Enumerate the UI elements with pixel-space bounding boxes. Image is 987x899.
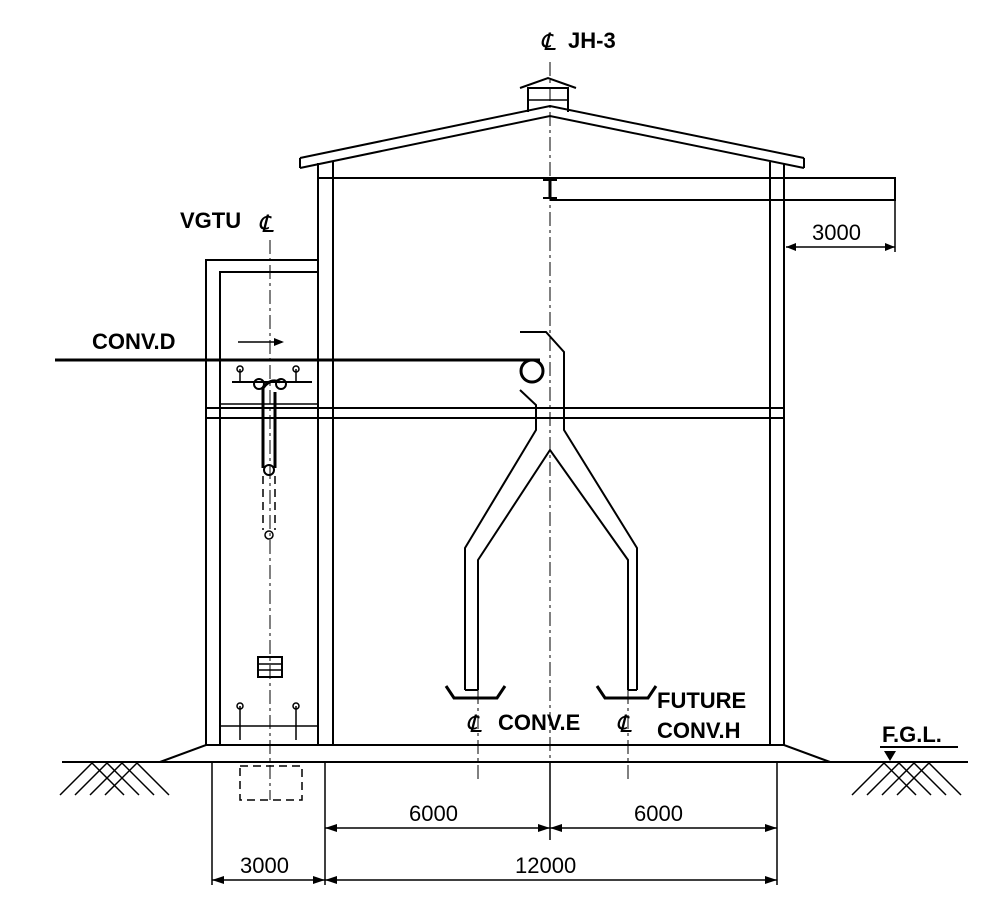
dim-total-width: 12000 [515, 853, 576, 878]
conveyor-troughs [444, 685, 658, 700]
conv-e-label: CONV.E [498, 710, 580, 735]
conv-h-label: CONV.H [657, 718, 741, 743]
dimension-lines [211, 200, 896, 885]
hatch-left [59, 762, 170, 796]
vgtu-annex [205, 259, 318, 745]
conv-d-label: CONV.D [92, 329, 176, 354]
vgtu-centerline-icon: ℄ [258, 210, 274, 238]
ground [59, 744, 968, 796]
dim-left-half: 6000 [409, 801, 458, 826]
roof-vent [519, 76, 577, 112]
dim-right-half: 6000 [634, 801, 683, 826]
jh3-centerline-icon: ℄ [540, 28, 556, 56]
conv-h-centerline-icon: ℄ [616, 710, 632, 738]
conv-e-centerline-icon: ℄ [466, 710, 482, 738]
fgl-marker-icon [884, 751, 896, 761]
conveyor-d [55, 338, 545, 384]
bucket-elevator [232, 365, 312, 801]
dim-roof-overhang: 3000 [812, 220, 861, 245]
crane-beam [543, 177, 896, 201]
text-labels: ℄ JH-3 VGTU ℄ CONV.D ℄ CONV.E ℄ FUTURE C… [92, 28, 942, 878]
fgl-label: F.G.L. [882, 722, 942, 747]
intermediate-floor [206, 407, 784, 419]
roof [299, 104, 805, 169]
future-label: FUTURE [657, 688, 746, 713]
main-walls [317, 162, 785, 745]
jh3-label: JH-3 [568, 28, 616, 53]
vgtu-label: VGTU [180, 208, 241, 233]
chute [464, 331, 638, 691]
hatch-right [851, 762, 962, 796]
dim-side-bay: 3000 [240, 853, 289, 878]
